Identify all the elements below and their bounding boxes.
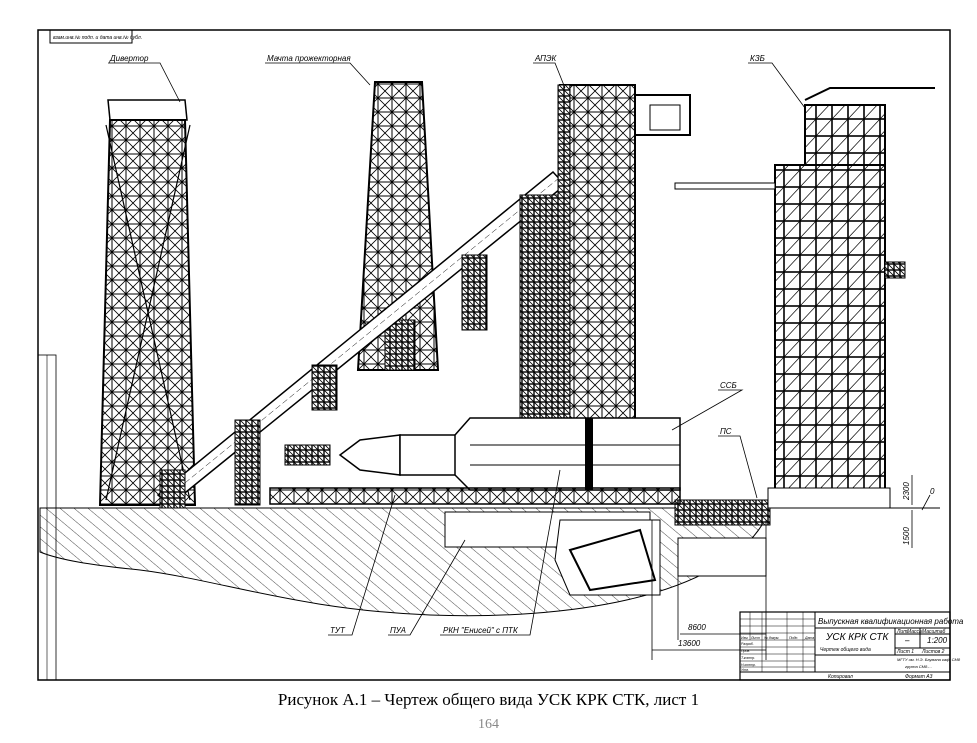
divertor-tower (98, 99, 197, 506)
label-ssb: ССБ (720, 381, 737, 390)
label-tut: ТУТ (330, 626, 346, 635)
tb-copied: Копировал (828, 674, 853, 680)
dim-1500: 1500 (902, 527, 911, 545)
tb-org: МГТУ им. Н.Э. Баумана каф. СМ8 (897, 657, 961, 662)
label-kzb: КЗБ (750, 54, 765, 63)
tb-designation: УСК КРК СТК (825, 632, 890, 643)
label-apek: АПЭК (534, 54, 558, 63)
inclined-launch-vehicle (156, 170, 567, 509)
horizontal-launch-vehicle (269, 417, 681, 505)
title-block (739, 611, 951, 681)
tb-scale: 1:200 (927, 636, 948, 645)
label-rkn: РКН "Енисей" с ПТК (443, 626, 519, 635)
tb-doc-name: Чертеж общего вида (820, 647, 871, 653)
dim-8600: 8600 (688, 623, 706, 632)
svg-text:Н.контр.: Н.контр. (741, 663, 756, 667)
svg-text:Утв.: Утв. (741, 668, 749, 672)
tb-scale-header: Масштаб (922, 629, 946, 635)
dim-2300: 2300 (902, 482, 911, 501)
tb-rows: Изм. Лист № докум. Подп. Дата Разраб. Пр… (741, 636, 814, 672)
svg-text:Изм.: Изм. (741, 636, 748, 640)
svg-text:Дата: Дата (804, 636, 814, 640)
tb-work-type: Выпускная квалификационная работа (818, 617, 964, 626)
ps-structure (674, 499, 771, 526)
tb-mass: – (904, 636, 910, 645)
figure-caption: Рисунок А.1 – Чертеж общего вида УСК КРК… (277, 690, 700, 709)
tb-mass-header: Масса (907, 629, 922, 635)
tb-sheet: Лист 1 (896, 649, 914, 655)
label-pua: ПУА (390, 626, 406, 635)
transporter-erector (269, 487, 681, 505)
ssb-pit (554, 519, 661, 596)
tb-lit-header: Лит. (896, 629, 909, 635)
svg-text:№ докум.: № докум. (764, 636, 779, 640)
apek-tower (519, 84, 691, 421)
tb-group: группа СМ8-... (905, 664, 932, 669)
corner-stamp-text: взам.инв.№ подп. и дата инв.№ дубл. (53, 35, 142, 41)
label-ps: ПС (720, 427, 732, 436)
dim-13600: 13600 (678, 639, 701, 648)
kzb-tower (674, 87, 935, 509)
svg-text:Лист: Лист (750, 636, 760, 640)
corner-stamp (49, 29, 133, 44)
page-number: 164 (478, 717, 499, 732)
label-divertor: Дивертор (109, 54, 149, 63)
svg-text:Т.контр.: Т.контр. (741, 656, 755, 660)
leader-lines (108, 62, 931, 660)
svg-text:Пров.: Пров. (741, 649, 750, 653)
svg-text:Подп.: Подп. (789, 636, 798, 640)
tb-sheets: Листов 2 (921, 649, 945, 655)
label-mast: Мачта прожекторная (267, 54, 351, 63)
tb-format: Формат А3 (905, 674, 933, 680)
svg-text:Разраб.: Разраб. (741, 642, 754, 646)
ps-pit (677, 537, 767, 577)
dim-zero: 0 (930, 487, 935, 496)
